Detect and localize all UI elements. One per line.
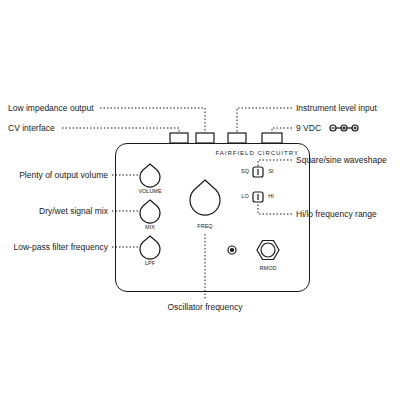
pedal-enclosure: FAIRFIELD CIRCUITRY [115,143,310,292]
knob-label: VOLUME [138,189,161,195]
footswitch [257,241,279,260]
power-jack [262,133,282,143]
switch-label: SQ [241,169,249,175]
callout-label: CV interface [8,124,55,133]
knob-label: FREQ [197,224,212,230]
cv-jack [170,133,188,143]
polarity-symbol [330,125,358,131]
callout-label: Low impedance output [8,104,94,113]
callout-label: 9 VDC [296,124,321,133]
leader-lines [62,108,292,300]
output-jack [196,133,214,143]
freq-knob [190,180,220,215]
switch-label: HI [268,194,274,200]
callout-label: Low-pass filter frequency [14,243,109,252]
footswitch-label: RMOD [260,266,277,272]
knob-label: MIX [145,225,155,231]
brand-name: FAIRFIELD CIRCUITRY [215,150,299,156]
knob-label: LPF [145,261,155,267]
mix-knob [140,200,160,223]
volume-knob [140,164,160,187]
callout-label: Instrument level input [296,104,377,113]
switch-label: SI [268,169,273,175]
callout-label: Oscillator frequency [167,303,242,312]
switch-label: LO [241,194,248,200]
lpf-knob [140,236,160,259]
wave-toggle [253,167,263,177]
led [228,246,236,254]
callout-label: Plenty of output volume [19,171,108,180]
callout-label: Square/sine waveshape [296,156,387,165]
callout-label: Hi/lo frequency range [296,210,377,219]
range-toggle [253,192,263,202]
callout-label: Dry/wet signal mix [39,207,108,216]
input-jack [228,133,246,143]
